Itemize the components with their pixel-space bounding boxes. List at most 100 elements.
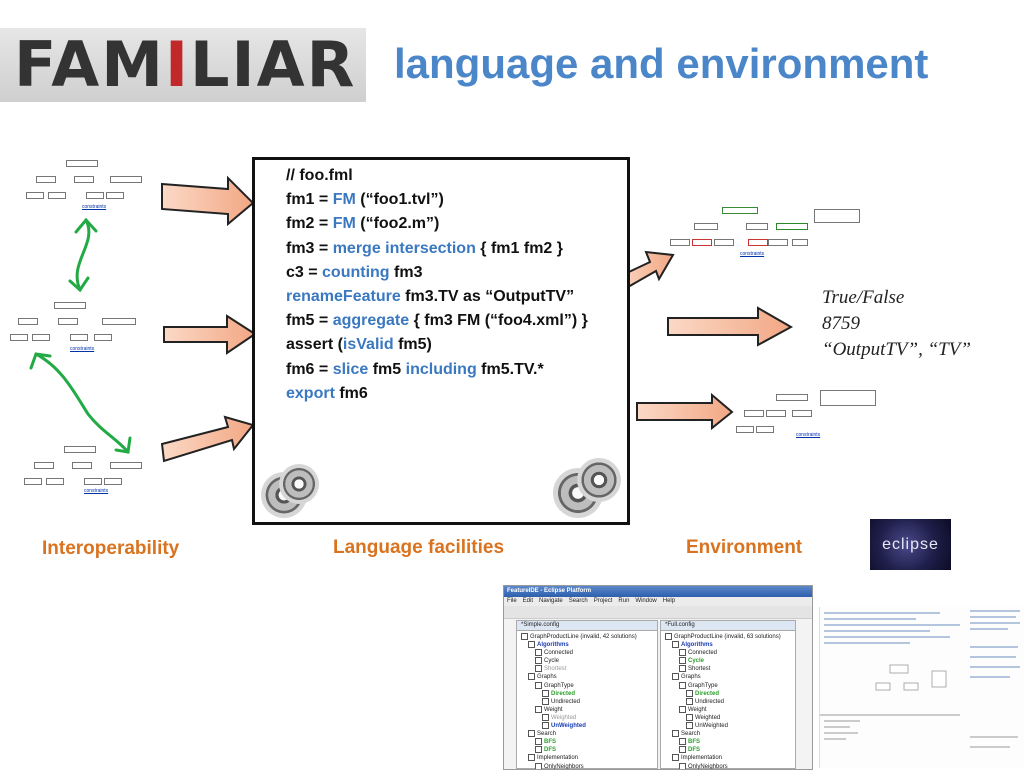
tree-item-label: GraphType (688, 682, 718, 689)
tree-item[interactable]: Directed (517, 689, 657, 698)
tree-item-label: DFS (544, 747, 556, 754)
checkbox-icon[interactable] (672, 641, 679, 649)
checkbox-icon[interactable] (535, 681, 542, 689)
tree-item[interactable]: GraphProductLine (invalid, 63 solutions) (661, 633, 795, 641)
code-line: renameFeature fm3.TV as “OutputTV” (286, 285, 588, 309)
tree-item[interactable]: BFS (517, 738, 657, 746)
tree-item-label: Cycle (688, 658, 705, 665)
checkbox-icon[interactable] (542, 713, 549, 721)
checkbox-icon[interactable] (535, 657, 542, 665)
checkbox-icon[interactable] (672, 754, 679, 762)
tree-item[interactable]: OnlyNeighbors (661, 762, 795, 769)
checkbox-icon[interactable] (679, 762, 686, 769)
tree-item[interactable]: UnWeighted (517, 722, 657, 730)
tree-item[interactable]: DFS (517, 746, 657, 754)
checkbox-icon[interactable] (679, 738, 686, 746)
checkbox-icon[interactable] (665, 633, 672, 640)
checkbox-icon[interactable] (686, 722, 693, 730)
ide-menu-item[interactable]: Help (662, 598, 676, 604)
tree-item[interactable]: Connected (661, 649, 795, 657)
tree-item[interactable]: Algorithms (517, 641, 657, 649)
ide-menu-item[interactable]: Edit (522, 598, 534, 604)
tree-item[interactable]: Cycle (661, 657, 795, 665)
tree-item[interactable]: GraphProductLine (invalid, 42 solutions) (517, 633, 657, 641)
ide-menu-item[interactable]: Search (568, 598, 588, 604)
tree-item[interactable]: Graphs (517, 673, 657, 681)
tree-item[interactable]: GraphType (517, 681, 657, 690)
tree-item[interactable]: Cycle (517, 657, 657, 665)
familiar-logo: FAMILIAR (0, 28, 366, 102)
ide-menu-item[interactable]: File (507, 598, 517, 604)
tree-item[interactable]: GraphType (661, 681, 795, 690)
tree-item[interactable]: Connected (517, 649, 657, 657)
checkbox-icon[interactable] (679, 649, 686, 657)
tree-item-label: Search (681, 731, 701, 738)
tree-item[interactable]: Implementation (517, 754, 657, 762)
tree-item[interactable]: Undirected (517, 697, 657, 706)
code-keyword: including (405, 360, 477, 378)
checkbox-icon[interactable] (686, 697, 693, 705)
checkbox-icon[interactable] (542, 722, 549, 730)
ide-menu-item[interactable]: Navigate (539, 598, 563, 604)
checkbox-icon[interactable] (528, 730, 535, 738)
tree-item[interactable]: Graphs (661, 673, 795, 681)
tree-item[interactable]: Directed (661, 689, 795, 698)
checkbox-icon[interactable] (535, 705, 542, 713)
checkbox-icon[interactable] (679, 681, 686, 689)
config-pane-left: *Simple.config GraphProductLine (invalid… (516, 620, 658, 769)
checkbox-icon[interactable] (535, 649, 542, 657)
tree-item[interactable]: Search (517, 730, 657, 738)
checkbox-icon[interactable] (535, 665, 542, 673)
tree-item[interactable]: Implementation (661, 754, 795, 762)
tree-item[interactable]: Weighted (517, 713, 657, 722)
ide-menu-item[interactable]: Run (618, 598, 630, 604)
tree-item-label: Algorithms (681, 642, 713, 649)
tree-item[interactable]: Weight (517, 705, 657, 714)
checkbox-icon[interactable] (535, 738, 542, 746)
tree-item[interactable]: UnWeighted (661, 722, 795, 730)
checkbox-icon[interactable] (686, 713, 693, 721)
tree-item-label: Weight (688, 706, 707, 713)
tree-item[interactable]: BFS (661, 738, 795, 746)
tree-item-label: Undirected (551, 698, 581, 705)
tree-item[interactable]: DFS (661, 746, 795, 754)
checkbox-icon[interactable] (521, 633, 528, 640)
checkbox-icon[interactable] (679, 665, 686, 673)
code-line: export fm6 (286, 382, 588, 406)
tree-item[interactable]: Algorithms (661, 641, 795, 649)
checkbox-icon[interactable] (672, 673, 679, 681)
tree-item[interactable]: Search (661, 730, 795, 738)
result-names: “OutputTV”, “TV” (822, 339, 971, 360)
checkbox-icon[interactable] (679, 705, 686, 713)
checkbox-icon[interactable] (535, 762, 542, 769)
code-text: fm5 (368, 360, 406, 378)
checkbox-icon[interactable] (528, 673, 535, 681)
code-keyword: renameFeature (286, 288, 401, 306)
checkbox-icon[interactable] (672, 730, 679, 738)
feature-model-thumbnail: constraints (10, 302, 142, 356)
checkbox-icon[interactable] (535, 746, 542, 754)
tree-item[interactable]: Undirected (661, 697, 795, 706)
checkbox-icon[interactable] (528, 754, 535, 762)
tree-item-label: Weight (544, 706, 563, 713)
tree-item[interactable]: OnlyNeighbors (517, 762, 657, 769)
ide-menu-item[interactable]: Window (635, 598, 657, 604)
tree-item[interactable]: Shortest (517, 665, 657, 673)
tree-item-label: Cycle (544, 658, 560, 665)
checkbox-icon[interactable] (686, 689, 693, 697)
tree-item-label: Algorithms (537, 642, 569, 649)
config-tree: GraphProductLine (invalid, 63 solutions)… (661, 631, 795, 769)
checkbox-icon[interactable] (528, 641, 535, 649)
tree-item-label: Undirected (695, 698, 725, 705)
checkbox-icon[interactable] (542, 689, 549, 697)
tree-item-label: Directed (695, 690, 720, 697)
tree-item[interactable]: Shortest (661, 665, 795, 673)
checkbox-icon[interactable] (679, 657, 686, 665)
checkbox-icon[interactable] (542, 697, 549, 705)
tree-item[interactable]: Weight (661, 705, 795, 714)
tree-item[interactable]: Weighted (661, 713, 795, 722)
code-line: fm5 = aggregate { fm3 FM (“foo4.xml”) } (286, 309, 588, 333)
ide-menu-item[interactable]: Project (593, 598, 613, 604)
checkbox-icon[interactable] (679, 746, 686, 754)
